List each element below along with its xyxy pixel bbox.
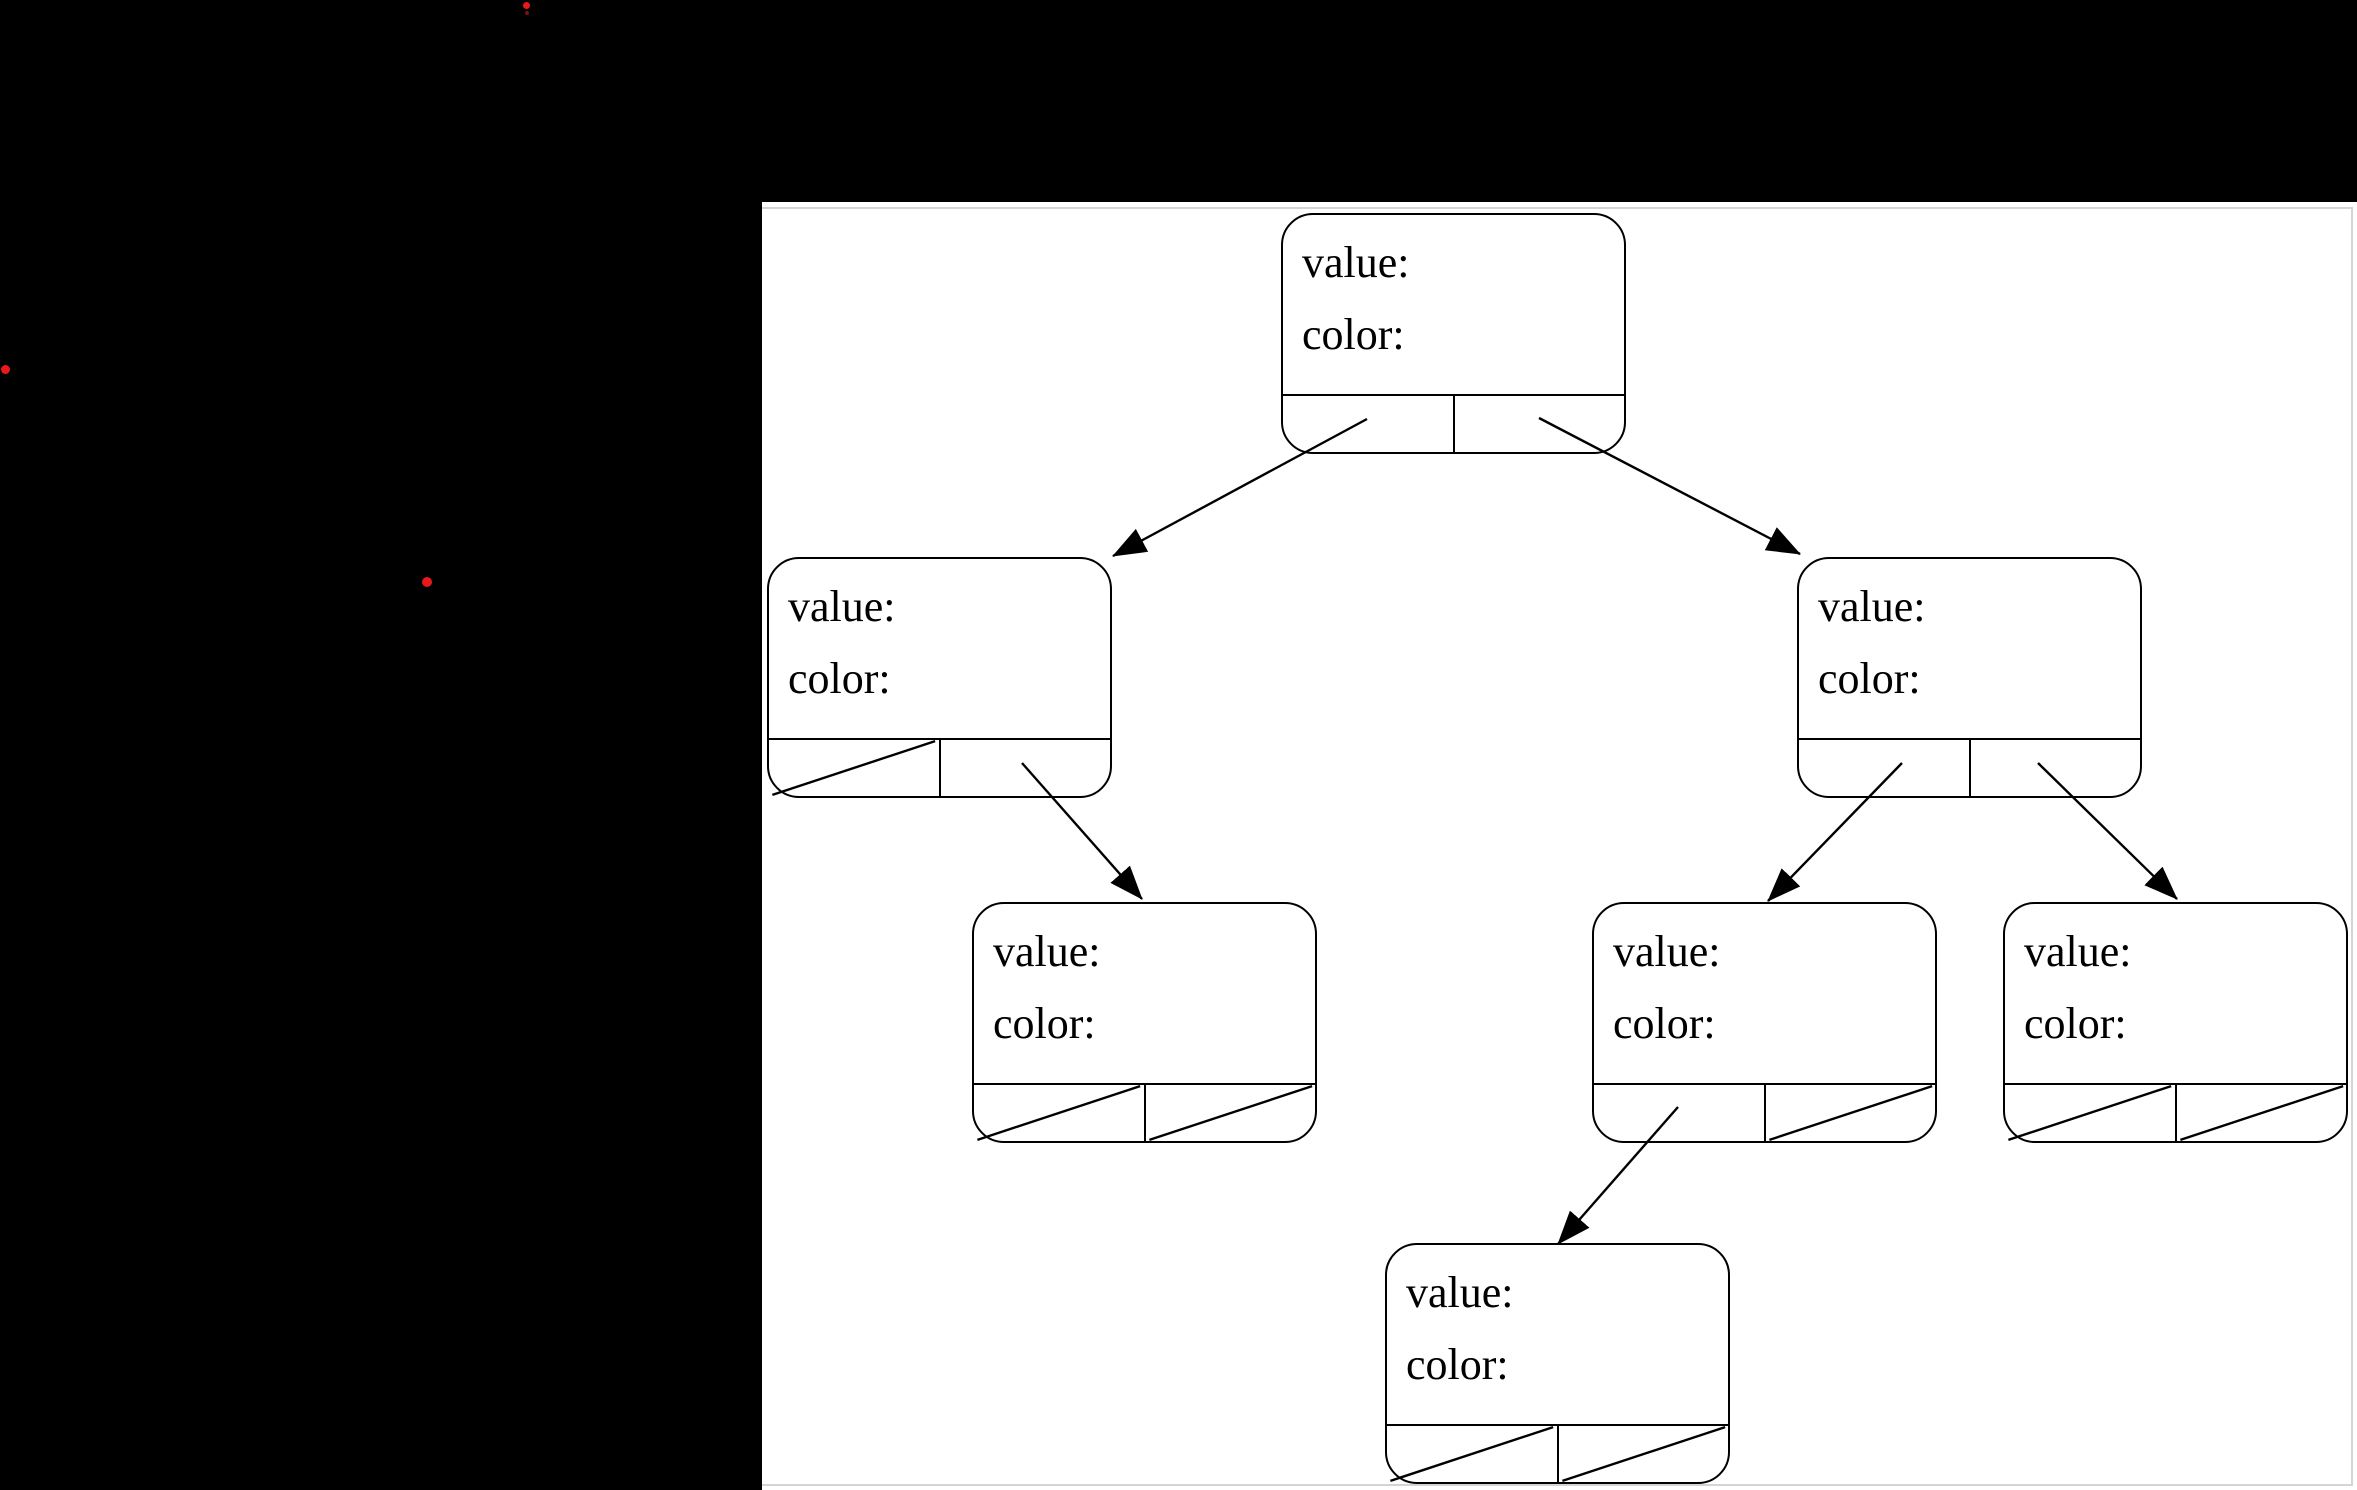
- red-dot-marker: [422, 577, 432, 587]
- pointer-row: [1283, 396, 1624, 452]
- pointer-row: [1387, 1426, 1728, 1482]
- red-dot-marker: [522, 1, 530, 9]
- left-pointer-cell: [769, 740, 941, 796]
- right-pointer-cell: [1971, 740, 2141, 796]
- tree-node-bottom: value: color:: [1385, 1243, 1730, 1484]
- value-label: value:: [993, 927, 1101, 976]
- color-label: color:: [1818, 654, 1921, 703]
- value-label: value:: [1818, 582, 1926, 631]
- value-label: value:: [1613, 927, 1721, 976]
- color-label: color:: [788, 654, 891, 703]
- null-pointer-slash-icon: [1146, 1085, 1316, 1141]
- dark-red-dot-marker: [525, 11, 529, 15]
- page-inner-border: [762, 207, 2353, 1486]
- null-pointer-slash-icon: [1387, 1426, 1557, 1482]
- node-fields: value: color:: [1799, 559, 2140, 740]
- right-pointer-cell: [2177, 1085, 2347, 1141]
- node-fields: value: color:: [974, 904, 1315, 1085]
- tree-node-root: value: color:: [1281, 213, 1626, 454]
- node-fields: value: color:: [1387, 1245, 1728, 1426]
- pointer-row: [2005, 1085, 2346, 1141]
- value-label: value:: [788, 582, 896, 631]
- color-label: color:: [993, 999, 1096, 1048]
- null-pointer-slash-icon: [974, 1085, 1144, 1141]
- tree-node-right-child: value: color:: [1797, 557, 2142, 798]
- color-label: color:: [1406, 1340, 1509, 1389]
- null-pointer-slash-icon: [1559, 1426, 1729, 1482]
- value-label: value:: [1302, 238, 1410, 287]
- right-pointer-cell: [1559, 1426, 1729, 1482]
- tree-node-left-child: value: color:: [767, 557, 1112, 798]
- right-pointer-cell: [1146, 1085, 1316, 1141]
- null-pointer-slash-icon: [1766, 1085, 1936, 1141]
- node-fields: value: color:: [769, 559, 1110, 740]
- pointer-row: [974, 1085, 1315, 1141]
- node-fields: value: color:: [2005, 904, 2346, 1085]
- tree-node-left-right-grandchild: value: color:: [972, 902, 1317, 1143]
- tree-node-right-right-grandchild: value: color:: [2003, 902, 2348, 1143]
- value-label: value:: [2024, 927, 2132, 976]
- null-pointer-slash-icon: [769, 740, 939, 796]
- left-pointer-cell: [1799, 740, 1971, 796]
- left-pointer-cell: [2005, 1085, 2177, 1141]
- null-pointer-slash-icon: [2177, 1085, 2347, 1141]
- left-pointer-cell: [1594, 1085, 1766, 1141]
- value-label: value:: [1406, 1268, 1514, 1317]
- color-label: color:: [1302, 310, 1405, 359]
- tree-node-right-left-grandchild: value: color:: [1592, 902, 1937, 1143]
- pointer-row: [1594, 1085, 1935, 1141]
- node-fields: value: color:: [1594, 904, 1935, 1085]
- left-pointer-cell: [1283, 396, 1455, 452]
- color-label: color:: [1613, 999, 1716, 1048]
- red-dot-marker: [0, 364, 10, 374]
- null-pointer-slash-icon: [2005, 1085, 2175, 1141]
- right-pointer-cell: [941, 740, 1111, 796]
- left-pointer-cell: [974, 1085, 1146, 1141]
- node-fields: value: color:: [1283, 215, 1624, 396]
- right-pointer-cell: [1766, 1085, 1936, 1141]
- left-pointer-cell: [1387, 1426, 1559, 1482]
- pointer-row: [1799, 740, 2140, 796]
- color-label: color:: [2024, 999, 2127, 1048]
- right-pointer-cell: [1455, 396, 1625, 452]
- pointer-row: [769, 740, 1110, 796]
